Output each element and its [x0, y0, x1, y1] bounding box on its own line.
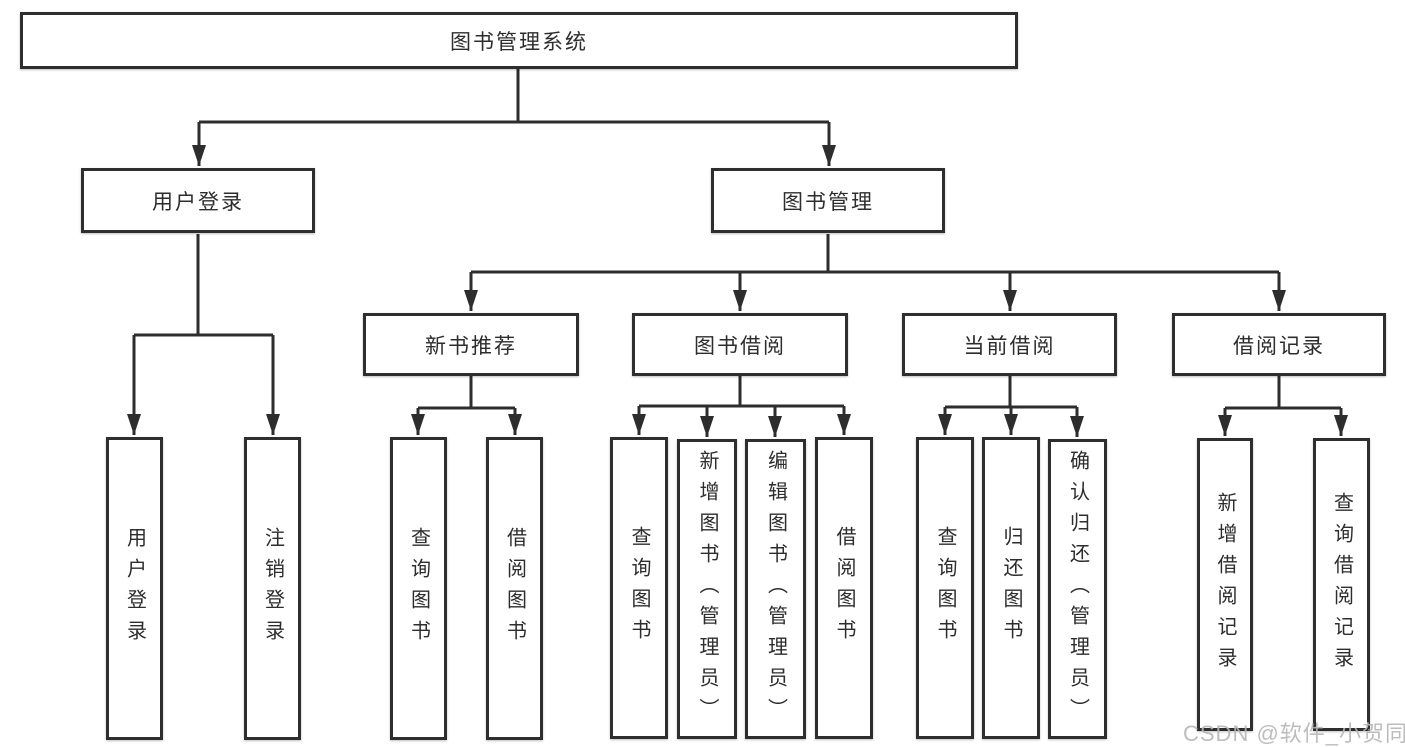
node-leaf-confirm-return-admin: 确认归还（管理员）: [1048, 439, 1107, 739]
leaf-label: 编辑图书（管理员）: [764, 449, 787, 729]
node-library-management-system: 图书管理系统: [20, 12, 1018, 69]
leaf-label: 新增图书（管理员）: [696, 449, 718, 729]
leaf-label: 新增借阅记录: [1214, 491, 1236, 678]
leaf-label: 查询图书: [407, 526, 430, 651]
node-leaf-logout: 注销登录: [244, 437, 301, 740]
node-leaf-borrow-books-2: 借阅图书: [815, 437, 873, 739]
leaf-label: 查询图书: [628, 526, 650, 650]
leaf-label: 归还图书: [1000, 526, 1022, 650]
leaf-label: 借阅图书: [833, 526, 855, 650]
node-book-management: 图书管理: [711, 168, 945, 233]
node-borrow-records: 借阅记录: [1172, 313, 1386, 376]
leaf-label: 确认归还（管理员）: [1066, 449, 1089, 729]
node-leaf-query-books-2: 查询图书: [610, 437, 668, 739]
node-leaf-edit-books-admin: 编辑图书（管理员）: [745, 439, 806, 739]
leaf-label: 注销登录: [261, 526, 284, 651]
node-leaf-borrow-books-1: 借阅图书: [486, 437, 543, 740]
leaf-label: 查询图书: [934, 526, 956, 650]
node-leaf-query-books-3: 查询图书: [916, 437, 974, 739]
node-current-borrow: 当前借阅: [902, 313, 1117, 376]
csdn-watermark: CSDN @软件_小贺同学: [1183, 721, 1405, 746]
leaf-label: 用户登录: [123, 526, 146, 651]
node-leaf-add-borrow-record: 新增借阅记录: [1197, 438, 1253, 731]
leaf-label: 查询借阅记录: [1330, 491, 1353, 678]
node-user-login: 用户登录: [81, 168, 315, 233]
node-new-book-recommend: 新书推荐: [363, 313, 579, 376]
node-book-borrow: 图书借阅: [632, 313, 848, 376]
node-leaf-query-borrow-record: 查询借阅记录: [1313, 438, 1370, 731]
leaf-label: 借阅图书: [503, 526, 526, 651]
node-leaf-user-login: 用户登录: [106, 437, 163, 740]
node-leaf-add-books-admin: 新增图书（管理员）: [677, 439, 737, 739]
node-leaf-query-books-1: 查询图书: [390, 437, 447, 740]
node-leaf-return-books: 归还图书: [982, 437, 1040, 739]
